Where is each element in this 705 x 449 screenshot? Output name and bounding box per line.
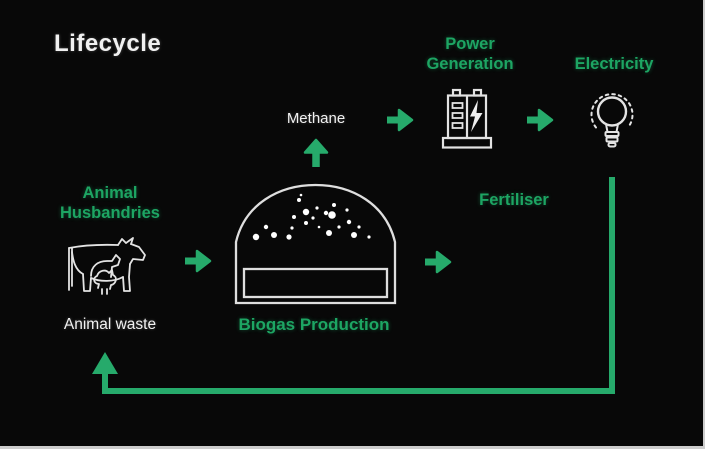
arrow-generator-to-electricity [527, 108, 554, 132]
arrow-methane-to-generator [387, 108, 414, 132]
label-animal-waste: Animal waste [63, 316, 157, 333]
label-electricity: Electricity [574, 55, 654, 73]
label-power-generation: Power Generation [426, 35, 514, 73]
arrow-digester-to-fertiliser [425, 250, 452, 274]
page-title: Lifecycle [54, 30, 162, 57]
label-methane: Methane [286, 110, 346, 127]
recycle-loop-arrow [92, 177, 615, 394]
lightning-bolt-icon [470, 100, 483, 132]
biogas-digester-icon [234, 183, 397, 305]
lightbulb-icon [590, 93, 634, 148]
cow-and-chicken-icon [68, 237, 146, 295]
biogas-bubbles [252, 193, 371, 241]
label-fertiliser: Fertiliser [479, 191, 549, 209]
label-biogas-production: Biogas Production [238, 315, 390, 334]
arrow-up-methane [303, 138, 329, 167]
battery-generator-icon [441, 88, 493, 149]
arrow-animal-to-digester [185, 249, 212, 273]
label-animal-husbandries: Animal Husbandries [60, 184, 160, 222]
